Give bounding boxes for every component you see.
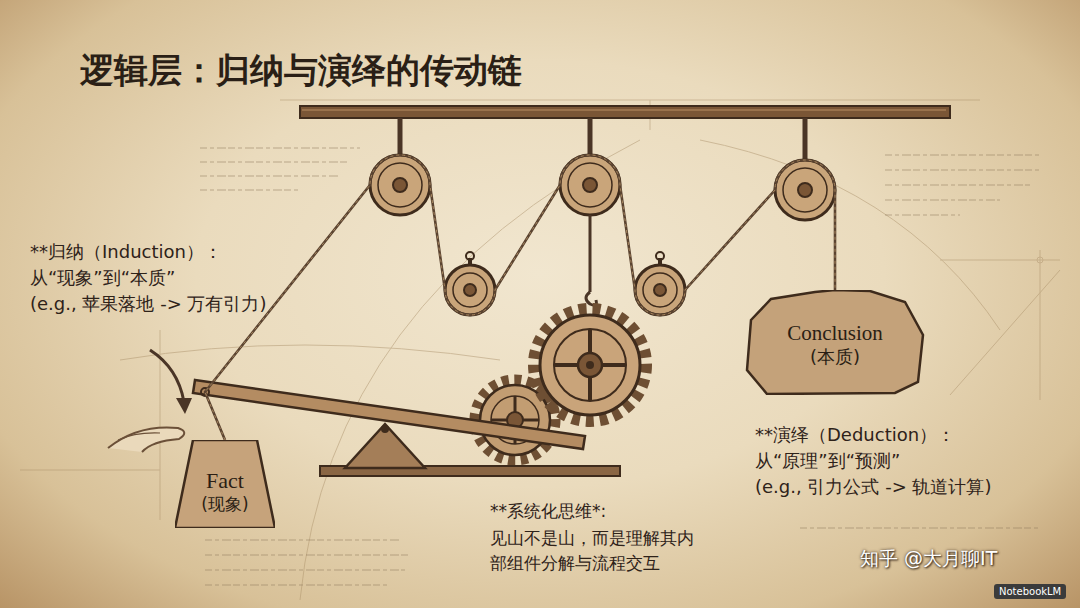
conclusion-stone-shape	[747, 290, 923, 394]
large-gear	[534, 309, 646, 421]
induction-heading: **归纳（Induction）：	[30, 240, 222, 263]
conclusion-stone: Conclusion(本质)	[745, 290, 925, 395]
fact-weight-shape	[175, 440, 275, 528]
brand-tag: NotebookLM	[994, 584, 1066, 599]
induction-example: (e.g., 苹果落地 -> 万有引力)	[30, 292, 266, 315]
node-text-group: Conclusion(本质)	[745, 294, 925, 395]
node-heading: Fact	[206, 467, 244, 495]
top-beam	[300, 106, 950, 118]
deduction-text: 从“原理”到“预测”	[755, 449, 900, 472]
systems-heading: **系统化思维*:	[490, 500, 606, 522]
node-heading: Conclusion	[787, 320, 883, 346]
node-subtext: (现象)	[201, 494, 248, 515]
deduction-example: (e.g., 引力公式 -> 轨道计算)	[755, 475, 991, 498]
title-text: 逻辑层：归纳与演绎的传动链	[80, 48, 522, 94]
gear-hook	[586, 215, 596, 305]
deduction-heading: **演绎（Deduction）：	[755, 423, 955, 446]
lower-pulleys	[445, 252, 685, 315]
rope-highlight	[205, 155, 835, 440]
sketch-lines	[20, 100, 1060, 600]
faint-script	[200, 148, 1040, 585]
top-pulleys	[370, 155, 835, 220]
watermark: 知乎 @大月聊IT	[860, 546, 997, 571]
systems-text: 见山不是山，而是理解其内部组件分解与流程交互	[490, 526, 701, 575]
node-subtext: (本质)	[810, 346, 860, 369]
hand-and-arrow	[108, 350, 192, 452]
rope-connector	[205, 155, 835, 440]
fact-weight: Fact(现象)	[175, 440, 275, 528]
node-text-group: Fact(现象)	[175, 454, 275, 528]
induction-text: 从“现象”到“本质”	[30, 266, 175, 289]
